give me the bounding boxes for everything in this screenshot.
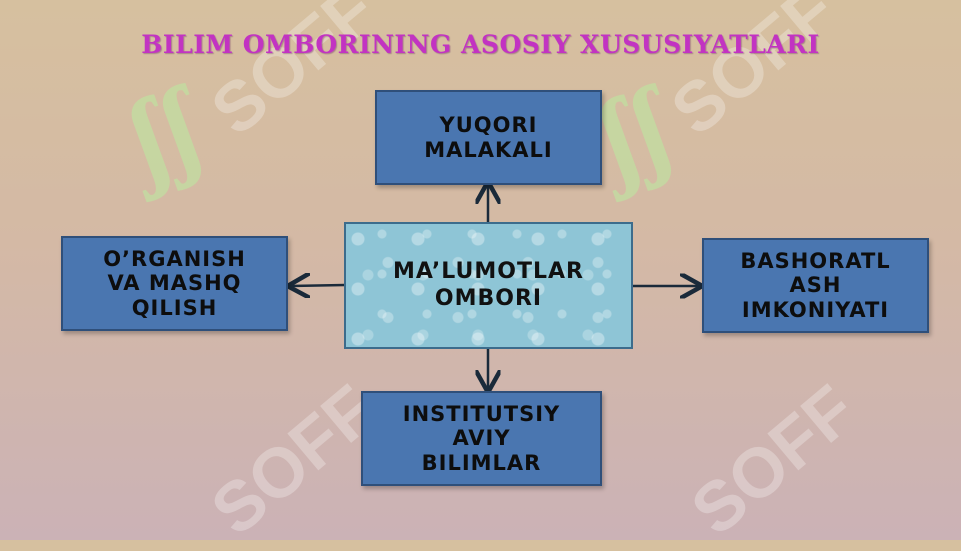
slide-title: BILIM OMBORINING ASOSIY XUSUSIYATLARI: [141, 30, 820, 59]
arrow-left: [290, 285, 346, 286]
node-right: BASHORATL ASH IMKONIYATI: [702, 238, 929, 333]
node-bottom: INSTITUTSIY AVIY BILIMLAR: [361, 391, 602, 486]
node-left: O’RGANISH VA MASHQ QILISH: [61, 236, 288, 331]
node-top: YUQORI MALAKALI: [375, 90, 602, 185]
node-center: MA’LUMOTLAR OMBORI: [344, 222, 633, 349]
